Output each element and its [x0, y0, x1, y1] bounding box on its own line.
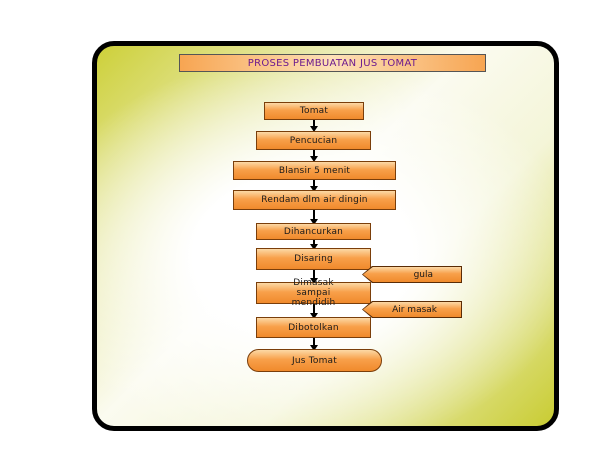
- step-box: Tomat: [264, 102, 364, 120]
- arrowhead: [310, 186, 318, 192]
- terminal-box: Jus Tomat: [247, 349, 382, 372]
- arrowhead: [310, 345, 318, 351]
- step-box: Disaring: [256, 248, 371, 270]
- arrowhead: [310, 156, 318, 162]
- step-box: Dibotolkan: [256, 317, 371, 338]
- input-arrow-air-masak: Air masak: [363, 302, 461, 317]
- connector: [313, 338, 315, 349]
- diagram-title: PROSES PEMBUATAN JUS TOMAT: [179, 54, 486, 72]
- connector: [313, 180, 315, 190]
- step-box: Dihancurkan: [256, 223, 371, 240]
- arrowhead: [310, 126, 318, 132]
- connector: [313, 270, 315, 282]
- step-box: Blansir 5 menit: [233, 161, 396, 180]
- arrowhead: [310, 278, 318, 284]
- arrowhead: [310, 219, 318, 225]
- input-arrow-gula: gula: [363, 267, 461, 282]
- arrowhead: [310, 244, 318, 250]
- connector: [313, 150, 315, 160]
- connector: [313, 120, 315, 130]
- step-box: Pencucian: [256, 131, 371, 150]
- connector: [313, 304, 315, 317]
- arrowhead: [310, 313, 318, 319]
- step-box: Dimasak sampai mendidih: [256, 278, 371, 308]
- connector: [313, 210, 315, 223]
- step-box: Rendam dlm air dingin: [233, 190, 396, 210]
